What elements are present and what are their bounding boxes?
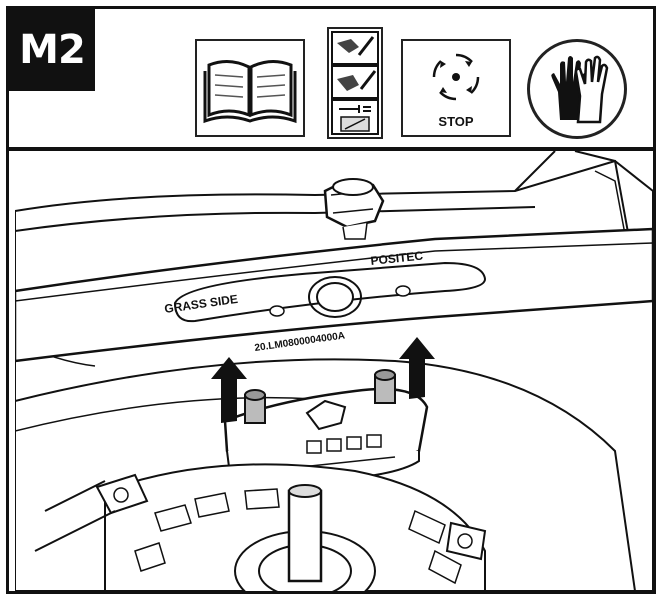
left-pin bbox=[244, 389, 266, 424]
stop-label: STOP bbox=[438, 114, 474, 129]
blade-removal-illustration: GRASS SIDE POSITEC 20.LM0800004000A bbox=[15, 151, 653, 591]
step-badge: M2 bbox=[9, 9, 95, 91]
instruction-panel: M2 bbox=[6, 6, 656, 594]
brand-label: POSITEC bbox=[370, 249, 424, 268]
lift-arrow-left-icon bbox=[211, 357, 247, 423]
cut-and-electrical-hazard-icon bbox=[327, 27, 383, 139]
stop-rotating-blade-icon: STOP bbox=[401, 39, 511, 137]
panel-header: M2 bbox=[9, 9, 653, 151]
read-manual-icon bbox=[195, 39, 305, 137]
right-pin bbox=[374, 369, 396, 404]
protective-gloves-icon bbox=[527, 39, 627, 139]
lift-arrow-right-icon bbox=[399, 337, 435, 399]
